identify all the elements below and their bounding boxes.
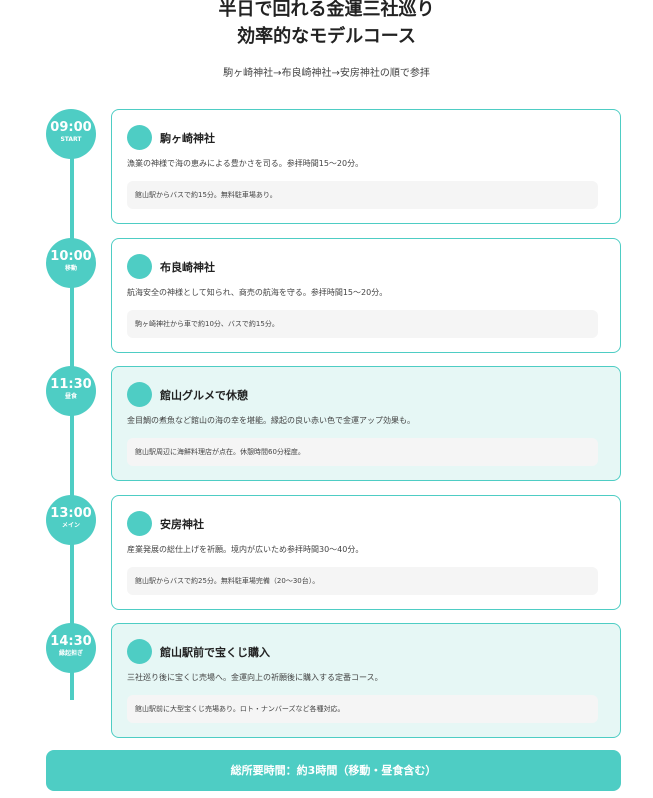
- circle-icon: [127, 510, 152, 536]
- stop-description: 航海安全の神様として知られ、商売の航海を守る。参拝時間15〜20分。: [127, 287, 388, 297]
- stop-description: 漁業の神様で海の恵みによる豊かさを司る。参拝時間15〜20分。: [127, 159, 364, 168]
- stop-name: 館山駅前で宝くじ購入: [160, 646, 270, 659]
- time-label: 14:30: [50, 634, 92, 649]
- time-tag: メイン: [61, 521, 80, 529]
- stop-access-note: 館山駅からバスで約25分。無料駐車場完備（20〜30台）。: [127, 566, 598, 595]
- stop-name: 駒ヶ崎神社: [160, 132, 215, 145]
- time-tag: 昼食: [64, 393, 77, 400]
- stop-description: 金目鯛の煮魚など館山の海の幸を堪能。縁起の良い赤い色で金運アップ効果も。: [127, 416, 415, 425]
- stop-name: 布良崎神社: [160, 260, 215, 274]
- circle-icon: [127, 125, 152, 150]
- stop-description: 三社巡り後に宝くじ売場へ。金運向上の祈願後に購入する定番コース。: [127, 673, 383, 682]
- circle-icon: [127, 382, 152, 407]
- title-line-1: 半日で回れる金運三社巡り: [218, 0, 435, 20]
- stop-name: 館山グルメで休憩: [160, 389, 248, 402]
- time-label: 10:00: [50, 248, 92, 264]
- time-label: 13:00: [50, 505, 92, 521]
- time-label: 09:00: [50, 120, 92, 135]
- timeline-line: [70, 140, 74, 700]
- circle-icon: [127, 639, 152, 664]
- stop-access-note: 館山駅前に大型宝くじ売場あり。ロト・ナンバーズなど各種対応。: [127, 695, 598, 723]
- title-line-2: 効率的なモデルコース: [237, 26, 416, 47]
- stop-name: 安房神社: [160, 517, 204, 531]
- circle-icon: [127, 253, 152, 279]
- stop-card: 駒ヶ崎神社漁業の神様で海の恵みによる豊かさを司る。参拝時間15〜20分。館山駅か…: [111, 109, 621, 224]
- time-tag: START: [60, 136, 82, 143]
- stop-access-note: 館山駅からバスで約15分。無料駐車場あり。: [127, 181, 598, 209]
- time-tag: 移動: [64, 264, 77, 272]
- stop-description: 産業発展の総仕上げを祈願。境内が広いため参拝時間30〜40分。: [127, 544, 364, 554]
- stop-card: 安房神社産業発展の総仕上げを祈願。境内が広いため参拝時間30〜40分。館山駅から…: [111, 494, 621, 610]
- stop-card: 館山グルメで休憩金目鯛の煮魚など館山の海の幸を堪能。縁起の良い赤い色で金運アップ…: [111, 366, 621, 481]
- page-title: 半日で回れる金運三社巡り効率的なモデルコース: [0, 0, 653, 50]
- page-subtitle: 駒ヶ崎神社→布良崎神社→安房神社の順で参拝: [223, 68, 430, 79]
- time-tag: 縁起担ぎ: [58, 650, 83, 657]
- stop-card: 布良崎神社航海安全の神様として知られ、商売の航海を守る。参拝時間15〜20分。駒…: [111, 237, 621, 353]
- stop-access-note: 駒ヶ崎神社から車で約10分、バスで約15分。: [127, 309, 598, 338]
- time-label: 11:30: [50, 377, 92, 392]
- stop-access-note: 館山駅周辺に海鮮料理店が点在。休憩時間60分程度。: [127, 438, 598, 466]
- total-time-banner: 総所要時間：約3時間（移動・昼食含む）: [46, 750, 621, 791]
- stop-card: 館山駅前で宝くじ購入三社巡り後に宝くじ売場へ。金運向上の祈願後に購入する定番コー…: [111, 623, 621, 738]
